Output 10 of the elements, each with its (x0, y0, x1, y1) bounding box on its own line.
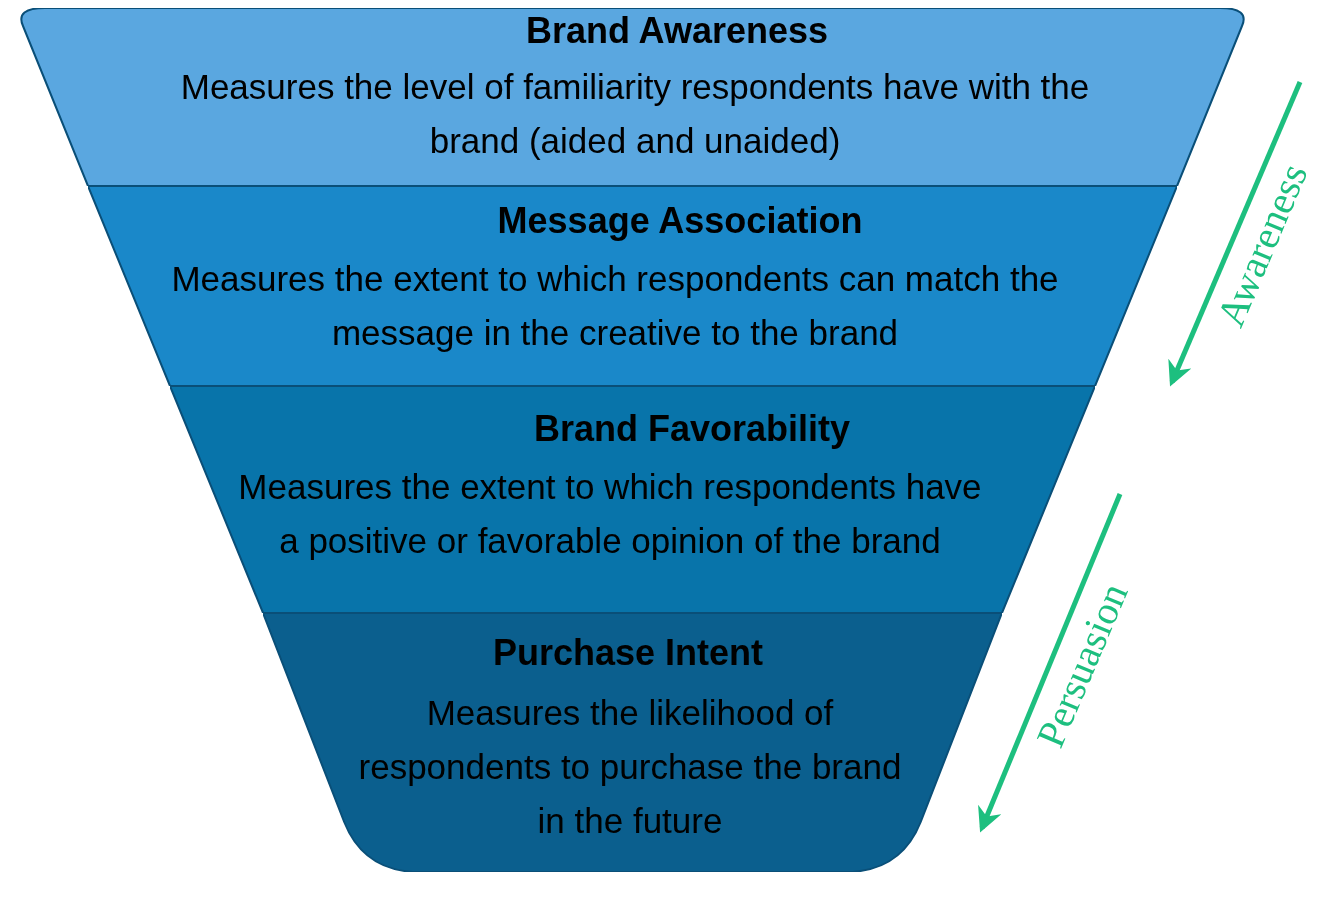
stage-description: Measures the likelihood of respondents to purchase the brand in the future (357, 692, 903, 842)
stage-description: Measures the extent to which respondents have a positive or favorable opinion of the brand (237, 466, 983, 562)
stage-heading: Message Association (496, 200, 864, 242)
stage-heading: Brand Awareness (524, 10, 830, 52)
stage-description: Measures the extent to which respondents can match the message in the creative to the brand (170, 258, 1060, 354)
funnel-band (263, 613, 1002, 872)
funnel-band (87, 186, 1177, 386)
stage-description: Measures the level of familiarity respondents have with the brand (aided and unaided) (179, 66, 1091, 162)
stage-heading: Purchase Intent (491, 632, 764, 674)
stage-heading: Brand Favorability (532, 408, 851, 450)
